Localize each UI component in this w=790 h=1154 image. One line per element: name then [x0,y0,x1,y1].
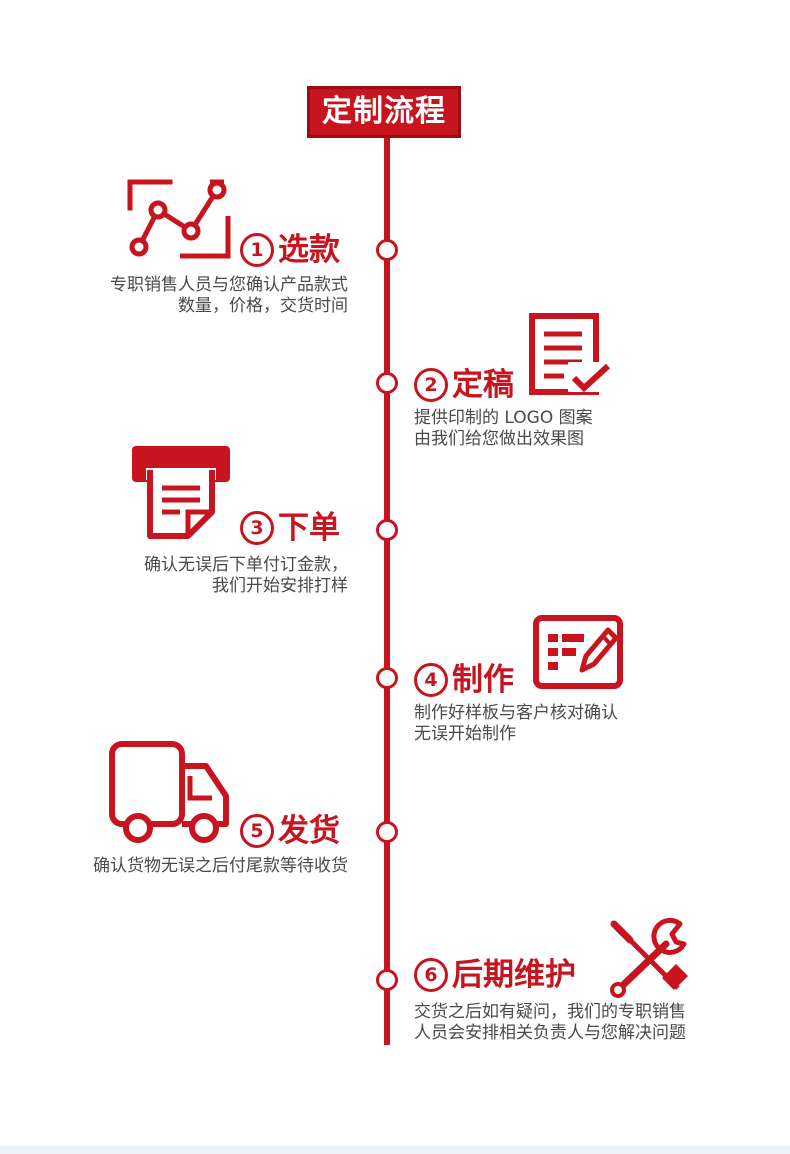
step-description-5: 确认货物无误之后付尾款等待收货 [93,856,348,877]
step-number-1: 1 [240,233,274,267]
step-1-line-1: 专职销售人员与您确认产品款式 [110,275,348,295]
step-label-2: 定稿 [452,367,514,403]
step-4-line-1: 制作好样板与客户核对确认 [414,703,618,723]
step-description-1: 专职销售人员与您确认产品款式 数量，价格，交货时间 [110,275,348,317]
timeline-node-5 [376,821,398,843]
step-3-line-2: 我们开始安排打样 [212,576,348,596]
step-number-6: 6 [414,958,448,992]
step-3-line-1: 确认无误后下单付订金款， [144,555,348,575]
truck-icon [109,741,229,843]
page-title: 定制流程 [307,86,461,138]
step-6-line-1: 交货之后如有疑问，我们的专职销售 [414,1002,686,1022]
step-2-line-1: 提供印制的 LOGO 图案 [414,408,593,428]
document-check-icon [529,313,611,395]
timeline-node-4 [376,667,398,689]
step-title-1: 1 选款 [240,230,340,270]
step-label-6: 后期维护 [452,957,576,993]
step-label-4: 制作 [452,662,514,698]
step-number-4: 4 [414,663,448,697]
step-number-3: 3 [240,511,274,545]
step-number-2: 2 [414,368,448,402]
bottom-strip [0,1146,790,1154]
timeline-node-6 [376,969,398,991]
step-4-line-2: 无误开始制作 [414,724,516,744]
step-title-5: 5 发货 [240,811,340,851]
step-2-line-2: 由我们给您做出效果图 [414,429,584,449]
step-label-1: 选款 [278,232,340,268]
step-description-2: 提供印制的 LOGO 图案 由我们给您做出效果图 [414,408,593,450]
step-title-4: 4 制作 [414,660,514,700]
timeline-node-1 [376,239,398,261]
step-number-5: 5 [240,814,274,848]
timeline-line [384,135,390,1045]
step-description-3: 确认无误后下单付订金款， 我们开始安排打样 [144,555,348,597]
timeline-node-2 [376,372,398,394]
step-title-6: 6 后期维护 [414,955,576,995]
step-description-4: 制作好样板与客户核对确认 无误开始制作 [414,703,618,745]
timeline-node-3 [376,519,398,541]
step-title-3: 3 下单 [240,508,340,548]
step-title-2: 2 定稿 [414,365,514,405]
printer-paper-icon [132,446,230,539]
chart-icon [127,179,231,259]
step-label-5: 发货 [278,813,340,849]
step-1-line-2: 数量，价格，交货时间 [178,296,348,316]
step-label-3: 下单 [278,510,340,546]
step-6-line-2: 人员会安排相关负责人与您解决问题 [414,1023,686,1043]
step-5-line-1: 确认货物无误之后付尾款等待收货 [93,856,348,876]
step-description-6: 交货之后如有疑问，我们的专职销售 人员会安排相关负责人与您解决问题 [414,1002,686,1044]
wrench-screwdriver-icon [610,917,688,998]
edit-form-icon [533,615,623,689]
